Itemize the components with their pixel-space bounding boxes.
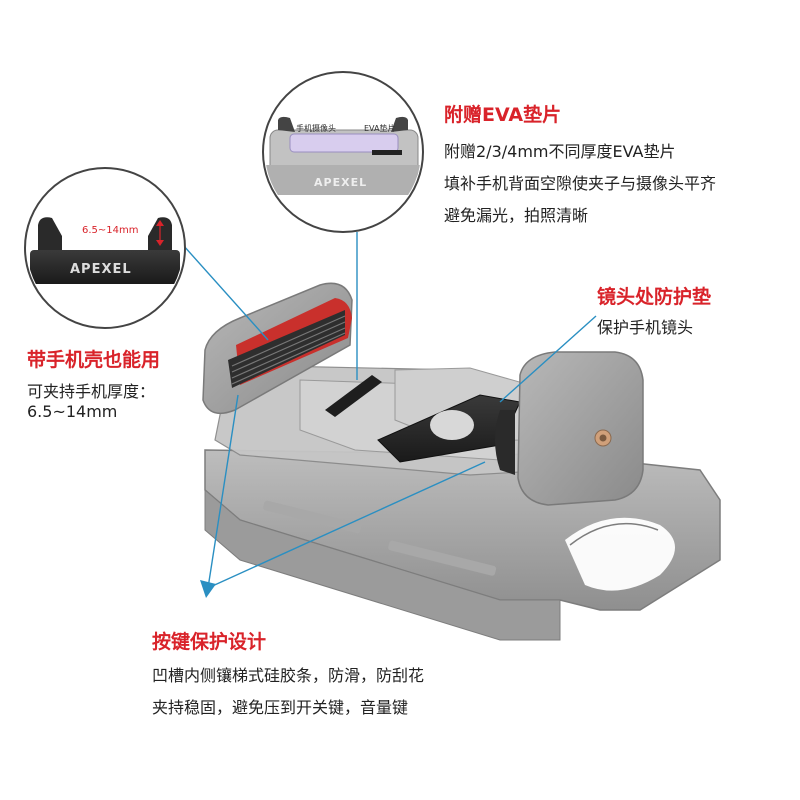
callout-case-line: 6.5~14mm xyxy=(27,402,118,421)
callout-arrow xyxy=(200,580,216,598)
callout-lines xyxy=(182,232,597,589)
callout-lens-title: 镜头处防护垫 xyxy=(597,286,712,308)
inset-thickness-detail xyxy=(24,167,186,329)
inset-top-logo: APEXEL xyxy=(314,176,368,189)
callout-eva-line: 填补手机背面空隙使夹子与摄像头平齐 xyxy=(444,174,717,193)
callout-case-title: 带手机壳也能用 xyxy=(27,349,161,371)
callout-button-line: 凹槽内侧镶梯式硅胶条，防滑，防刮花 xyxy=(152,666,425,685)
clip-base xyxy=(204,449,721,641)
callout-button-title: 按键保护设计 xyxy=(152,631,267,653)
callout-eva-title: 附赠EVA垫片 xyxy=(444,104,562,126)
callout-eva-line: 附赠2/3/4mm不同厚度EVA垫片 xyxy=(444,142,676,161)
inset-label-camera: 手机摄像头 xyxy=(296,124,336,133)
callout-case-line: 可夹持手机厚度： xyxy=(27,382,156,401)
inset-left-logo: APEXEL xyxy=(70,262,132,277)
eva-pad xyxy=(377,394,521,463)
left-jaw xyxy=(202,282,353,415)
callout-eva-line: 避免漏光，拍照清晰 xyxy=(444,206,589,225)
inset-eva-detail xyxy=(262,71,424,233)
callout-button-line: 夹持稳固，避免压到开关键，音量键 xyxy=(152,698,409,717)
eva-strip xyxy=(325,375,382,417)
callout-lens-line: 保护手机镜头 xyxy=(597,318,694,337)
right-jaw xyxy=(495,351,644,506)
inset-label-eva: EVA垫片 xyxy=(364,124,396,133)
inset-dimension-label: 6.5~14mm xyxy=(82,225,139,236)
